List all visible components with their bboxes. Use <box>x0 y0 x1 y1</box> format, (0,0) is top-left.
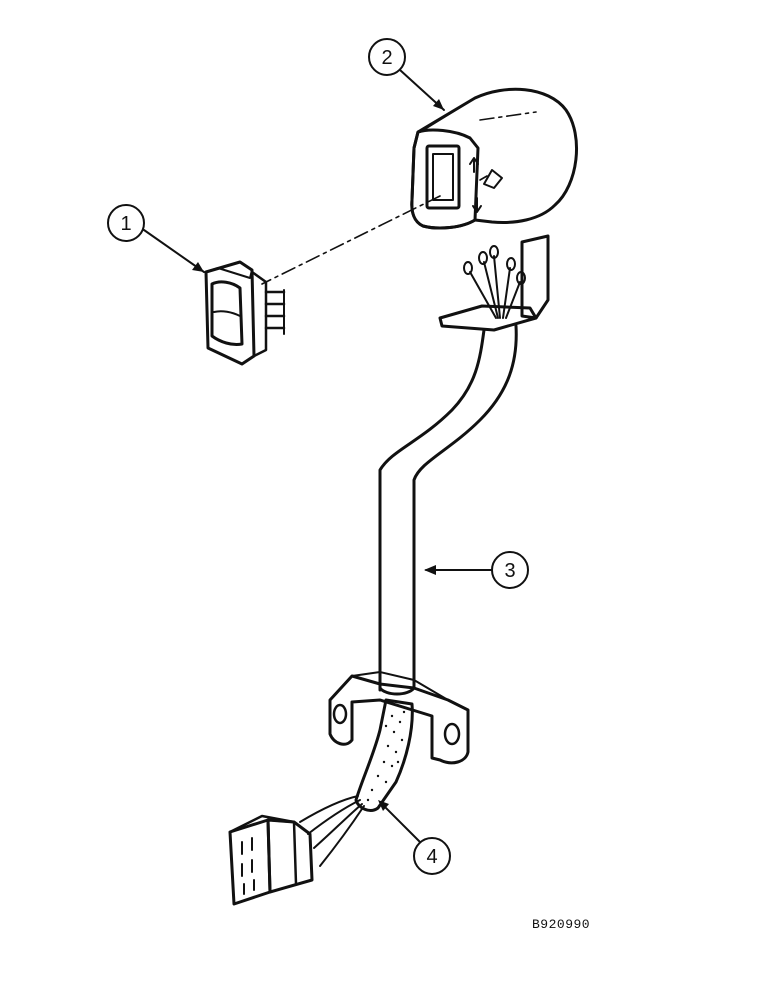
lever-tube <box>378 234 550 696</box>
wiring-harness <box>228 698 414 906</box>
callout-1-label: 1 <box>120 213 131 235</box>
callout-4-arrowhead <box>378 800 389 811</box>
callout-3: 3 <box>424 551 529 589</box>
callout-4-label: 4 <box>426 846 437 868</box>
callout-2-arrowhead <box>433 99 444 110</box>
callout-1-arrowhead <box>192 262 204 272</box>
callout-3-arrowhead <box>424 565 436 575</box>
rocker-switch <box>204 260 286 366</box>
callout-2: 2 <box>368 38 445 111</box>
callout-1: 1 <box>107 204 205 273</box>
callout-4: 4 <box>378 800 451 875</box>
mounting-bracket <box>328 671 470 765</box>
control-handle <box>410 87 578 230</box>
alignment-axis-line <box>261 111 537 285</box>
figure-code: B920990 <box>532 917 591 932</box>
callout-3-label: 3 <box>504 560 515 582</box>
callout-2-label: 2 <box>381 47 392 69</box>
sleeve-texture <box>366 710 406 802</box>
